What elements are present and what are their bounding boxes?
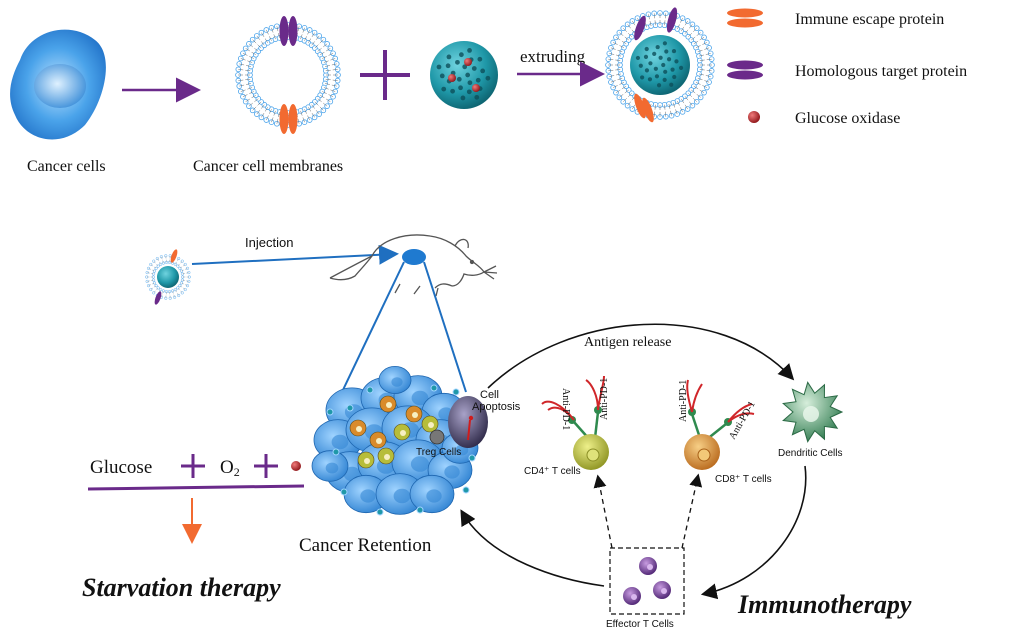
zoom-line-right [423, 261, 467, 393]
anti-pd1-label-b: Anti-PD-1 [599, 378, 610, 420]
arrow-effector-to-cd8 [681, 473, 703, 549]
extruding-label: extruding [520, 47, 586, 66]
cancer-retention-label: Cancer Retention [299, 535, 432, 556]
immunotherapy-label: Immunotherapy [737, 590, 912, 619]
cd4-t-cell-icon [541, 375, 609, 470]
dendritic-cell-icon [782, 381, 844, 443]
tumor-site-icon [402, 249, 426, 265]
cancer-cells-label: Cancer cells [27, 158, 106, 175]
cd4-t-cells-label: CD4⁺ T cells [524, 466, 581, 477]
arrow-dendritic-to-effector [700, 465, 807, 600]
effector-t-cells-icon [623, 557, 671, 605]
antigen-release-label: Antigen release [584, 335, 671, 350]
injection-label: Injection [245, 235, 293, 250]
arrow-antigen-release [487, 323, 795, 389]
arrow-effector-to-cd4 [593, 474, 613, 549]
plus-icon [360, 50, 410, 100]
tumor-cluster-icon [311, 365, 479, 516]
legend-label-homologous-target: Homologous target protein [795, 63, 967, 80]
arrow-injection [191, 244, 399, 265]
reaction-line [87, 484, 305, 491]
glucose-oxidase-icon [748, 111, 760, 123]
apoptotic-cell-icon [448, 396, 488, 448]
cell-apoptosis-label-line2: Apoptosis [472, 401, 521, 413]
anti-pd1-label-a: Anti-PD-1 [560, 388, 571, 430]
plus-icon [181, 454, 205, 478]
plus-icon [254, 454, 278, 478]
dendritic-cells-label: Dendritic Cells [778, 448, 842, 459]
cell-apoptosis-label-line1: Cell [480, 389, 499, 401]
legend-label-immune-escape: Immune escape protein [795, 11, 944, 28]
cd8-t-cells-label: CD8⁺ T cells [715, 474, 772, 485]
cancer-cell-membranes-label: Cancer cell membranes [193, 158, 343, 175]
zoom-line-left [341, 261, 405, 393]
homologous-target-protein-icon [727, 60, 763, 80]
glucose-oxidase-icon [291, 461, 301, 471]
cancer-cell-icon [10, 29, 106, 140]
effector-t-cells-box [609, 547, 685, 615]
injected-nanoparticle-icon [145, 249, 191, 305]
arrow-effector-to-tumor [460, 509, 605, 587]
o2-label: O2 [220, 457, 240, 479]
treg-cells-label: Treg Cells [416, 447, 461, 458]
anti-pd1-label-c: Anti-PD-1 [678, 380, 689, 422]
legend: Immune escape protein Homologous target … [727, 8, 967, 127]
legend-label-glucose-oxidase: Glucose oxidase [795, 110, 900, 127]
cd8-t-cell-icon [684, 379, 755, 470]
glucose-label: Glucose [90, 457, 152, 478]
effector-t-cells-label: Effector T Cells [606, 619, 674, 630]
starvation-therapy-label: Starvation therapy [82, 573, 281, 602]
membrane-vesicle-icon [235, 16, 341, 134]
mouse-icon [329, 234, 498, 297]
coated-nanoparticle-icon [605, 7, 715, 123]
immune-escape-protein-icon [727, 8, 763, 28]
nanoparticle-icon [430, 41, 498, 109]
